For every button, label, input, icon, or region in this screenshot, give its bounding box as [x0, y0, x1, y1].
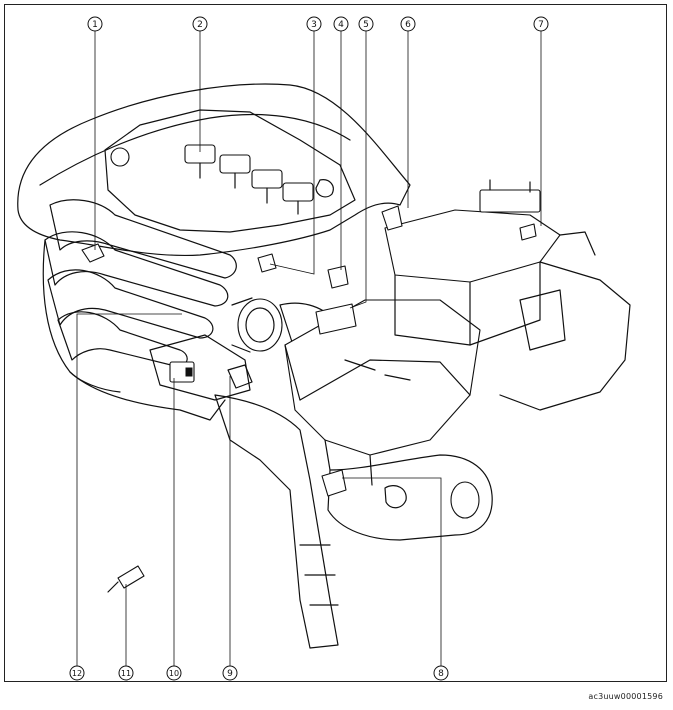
air-cleaner-box [284, 299, 481, 486]
lower-engine-block [214, 394, 339, 649]
callout-4: 4 [333, 16, 349, 32]
callout-10: 10 [166, 665, 182, 681]
callout-11: 11 [118, 665, 134, 681]
coil-connector [315, 179, 334, 198]
leader-12 [76, 313, 182, 666]
oil-filler-cap [110, 147, 130, 167]
callout-9-label: 9 [227, 669, 233, 679]
sensor-1-part [81, 243, 105, 263]
engine-illustration [17, 83, 631, 649]
callout-2: 2 [192, 16, 208, 32]
battery-bracket [499, 231, 631, 411]
sensor-3-part [257, 253, 277, 273]
callout-4-label: 4 [338, 20, 344, 30]
sensor-6-part [381, 205, 403, 231]
callout-5: 5 [358, 16, 374, 32]
callout-1: 1 [87, 16, 103, 32]
callout-5-label: 5 [363, 20, 369, 30]
sensor-11-part [107, 565, 145, 593]
callout-1-label: 1 [92, 20, 98, 30]
callout-12-label: 12 [72, 669, 82, 678]
relay-box [519, 289, 566, 351]
sensor-4-part [327, 265, 349, 289]
intake-manifold [42, 199, 237, 421]
callout-6-label: 6 [405, 20, 411, 30]
callout-3: 3 [306, 16, 322, 32]
callout-9: 9 [222, 665, 238, 681]
ignition-coils [184, 144, 314, 215]
cylinder-head-deck [104, 109, 356, 233]
callout-7: 7 [533, 16, 549, 32]
callout-10-label: 10 [169, 669, 179, 678]
callout-11-label: 11 [121, 669, 131, 678]
callout-12: 12 [69, 665, 85, 681]
leader-5 [349, 31, 367, 309]
transmission [327, 454, 493, 541]
leader-8 [342, 477, 442, 666]
sensor-8-part [321, 469, 347, 497]
sensor-7-part [519, 223, 537, 241]
callout-7-label: 7 [538, 20, 544, 30]
sensor-bracket [149, 334, 253, 401]
throttle-body [231, 297, 283, 353]
callout-3-label: 3 [311, 20, 317, 30]
figure-code: ac3uuw00001596 [588, 692, 663, 701]
diagram-frame [4, 4, 667, 682]
sensor-5-part [315, 303, 357, 335]
engine-cover [17, 83, 411, 257]
block-ribs [299, 544, 339, 606]
callout-8: 8 [433, 665, 449, 681]
leader-3 [269, 31, 315, 275]
callout-2-label: 2 [197, 20, 203, 30]
engine-cover-ridge [39, 113, 351, 186]
callout-8-label: 8 [438, 669, 444, 679]
callout-6: 6 [400, 16, 416, 32]
battery [384, 179, 561, 346]
leader-lines [76, 31, 542, 666]
